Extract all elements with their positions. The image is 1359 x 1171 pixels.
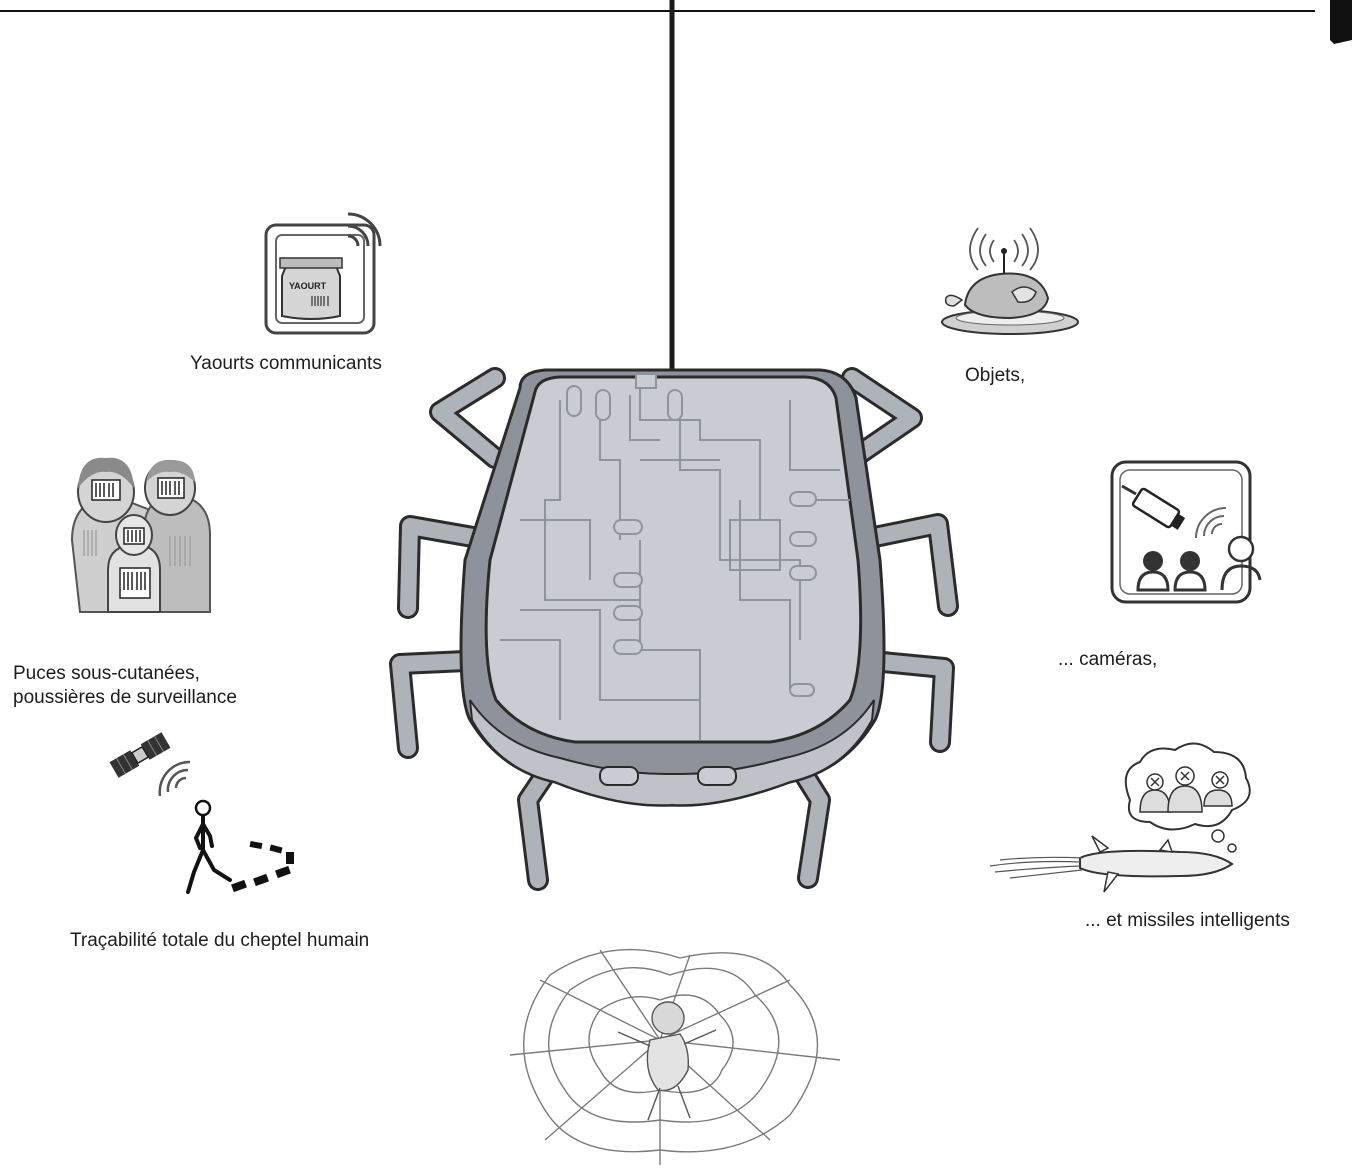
label-cameras: ... caméras, <box>1058 648 1157 672</box>
camera-surveillance-icon <box>1112 462 1260 602</box>
rfid-chicken-icon <box>942 228 1078 334</box>
label-puces-line1: Puces sous-cutanées, <box>13 662 237 686</box>
barcode-people-icon <box>72 458 210 612</box>
smart-missile-icon <box>990 743 1250 892</box>
chip-bug-icon <box>400 370 948 880</box>
label-missiles: ... et missiles intelligents <box>1085 909 1290 933</box>
label-puces: Puces sous-cutanées, poussières de surve… <box>13 662 237 710</box>
satellite-walker-icon <box>110 732 294 892</box>
label-tracabilite: Traçabilité totale du cheptel humain <box>70 929 369 953</box>
label-puces-line2: poussières de surveillance <box>13 686 237 710</box>
top-rule <box>0 0 1352 44</box>
yaourt-tag-icon: YAOURT <box>266 214 380 333</box>
yaourt-pot-label: YAOURT <box>289 281 327 291</box>
label-yaourts: Yaourts communicants <box>190 352 382 376</box>
label-objets: Objets, <box>965 364 1025 388</box>
spider-web-figure-icon <box>510 950 840 1165</box>
